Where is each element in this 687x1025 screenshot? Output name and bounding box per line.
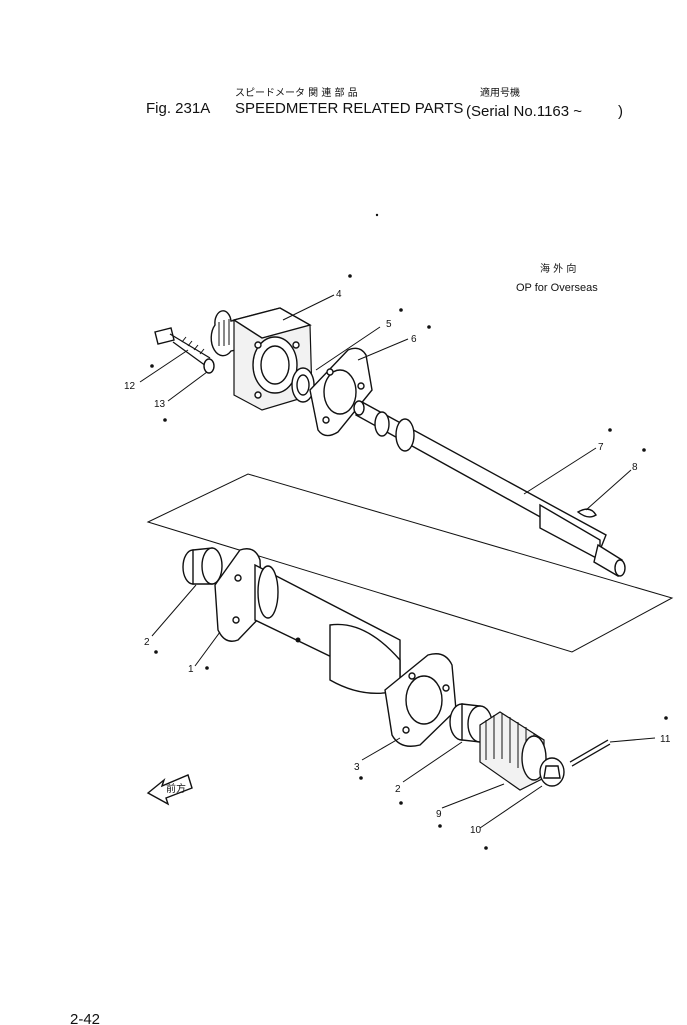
shaft-part-7 [353, 400, 626, 578]
japanese-serial-label: 適用号機 [480, 86, 520, 99]
housing-part-1 [214, 548, 401, 695]
washer-part-13 [203, 358, 215, 374]
gear-part-9 [479, 711, 547, 791]
callout-8: 8 [632, 462, 638, 473]
callout-numbers: 12 13 4 5 6 7 8 2 1 3 2 9 10 11 [124, 289, 671, 836]
callout-12: 12 [124, 381, 136, 392]
cotter-pin-part-11 [569, 739, 611, 767]
callout-2-right: 2 [395, 784, 401, 795]
reference-dots [150, 213, 668, 850]
castle-nut-part-10 [539, 757, 565, 787]
bolt-part-12 [154, 327, 211, 367]
leader-lines [139, 294, 656, 829]
overseas-note-japanese: 海 外 向 [540, 262, 576, 275]
figure-title: SPEEDMETER RELATED PARTS [235, 100, 463, 117]
lower-assembly: 前方 [146, 473, 674, 806]
figure-number: Fig. 231A [146, 100, 210, 117]
gasket-part-6 [309, 347, 373, 437]
callout-9: 9 [436, 809, 442, 820]
callout-10: 10 [470, 825, 482, 836]
upper-assembly [154, 307, 626, 578]
callout-2-left: 2 [144, 637, 150, 648]
callout-3: 3 [354, 762, 360, 773]
bearing-part-2-left [182, 547, 223, 585]
front-direction-label: 前方 [166, 782, 186, 795]
page-number: 2-42 [70, 1011, 100, 1025]
figure-header: スピードメータ 関 連 部 品 適用号機 Fig. 231A SPEEDMETE… [146, 86, 623, 120]
reference-plane [146, 473, 674, 653]
serial-range: (Serial No.1163 ~ [466, 103, 582, 120]
callout-4: 4 [336, 289, 342, 300]
callout-5: 5 [386, 319, 392, 330]
overseas-note: 海 外 向 OP for Overseas [516, 262, 598, 294]
callout-6: 6 [411, 334, 417, 345]
callout-13: 13 [154, 399, 166, 410]
callout-7: 7 [598, 442, 604, 453]
japanese-title: スピードメータ 関 連 部 品 [235, 86, 358, 99]
serial-range-close: ) [618, 103, 623, 120]
callout-11: 11 [660, 734, 671, 745]
bearing-part-2-right [449, 703, 493, 743]
front-direction-arrow: 前方 [146, 774, 193, 806]
callout-1: 1 [188, 664, 194, 675]
bearing-part-5 [291, 367, 315, 403]
overseas-note-text: OP for Overseas [516, 282, 598, 294]
key-part-8 [576, 508, 597, 518]
